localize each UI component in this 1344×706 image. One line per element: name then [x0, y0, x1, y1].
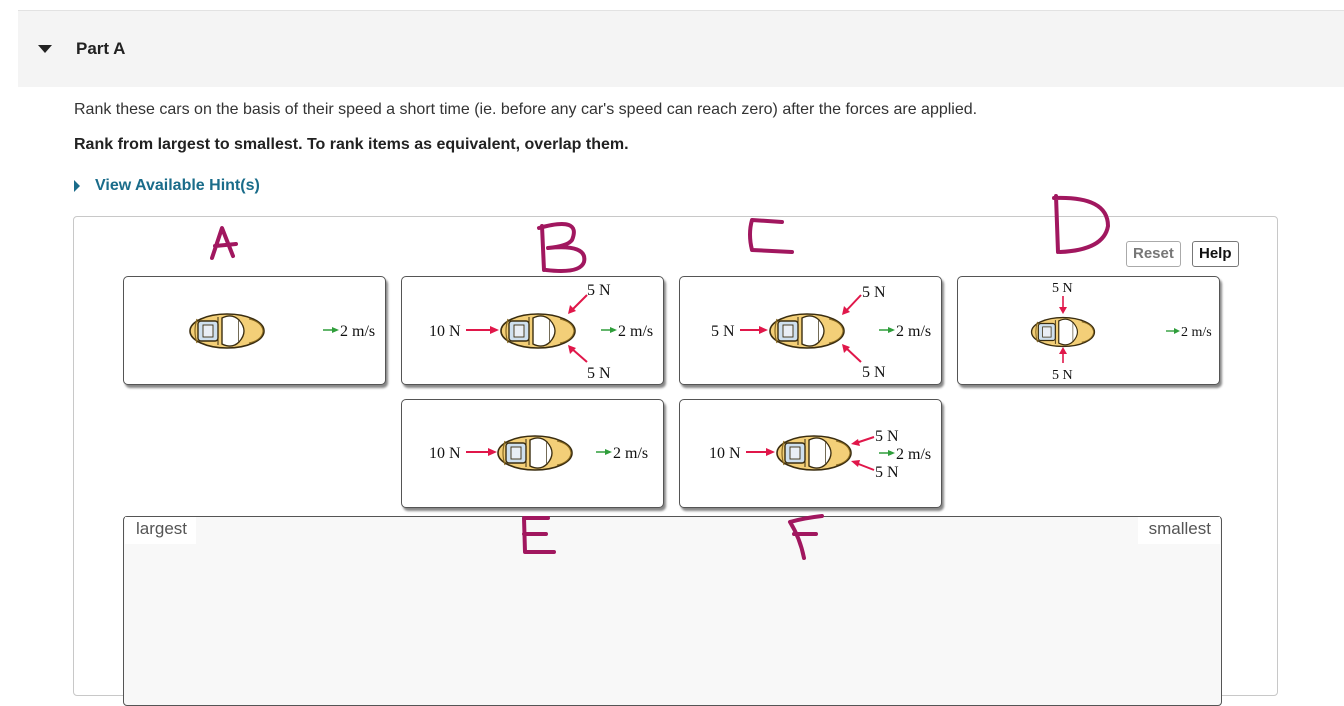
- rank-card-a[interactable]: 2 m/s: [123, 276, 386, 385]
- handwritten-letter-d: [1052, 194, 1110, 254]
- car-icon: [189, 313, 265, 349]
- collapse-caret-icon[interactable]: [38, 45, 52, 53]
- car-icon: [500, 313, 576, 349]
- reset-button[interactable]: Reset: [1126, 241, 1181, 267]
- largest-label: largest: [125, 517, 197, 544]
- handwritten-letter-b: [537, 222, 587, 273]
- force-arrowhead-icon: [488, 448, 497, 456]
- handwritten-letter-f: [788, 514, 824, 560]
- force-arrowhead-icon: [851, 439, 860, 446]
- car-icon: [497, 435, 573, 471]
- expand-caret-icon: [74, 180, 80, 192]
- handwritten-letter-c: [748, 218, 794, 254]
- velocity-label: 2 m/s: [618, 323, 653, 340]
- force-arrowhead-icon: [1059, 347, 1067, 354]
- part-title: Part A: [76, 39, 126, 58]
- force-arrow-icon: [570, 294, 588, 312]
- force-label: 5 N: [1052, 281, 1073, 296]
- force-label: 10 N: [429, 445, 461, 462]
- ranking-instruction: Rank from largest to smallest. To rank i…: [74, 136, 629, 153]
- velocity-label: 2 m/s: [1181, 325, 1212, 340]
- force-arrowhead-icon: [851, 460, 860, 467]
- force-arrow-icon: [844, 346, 862, 363]
- force-label: 5 N: [1052, 368, 1073, 383]
- force-arrowhead-icon: [568, 345, 576, 354]
- handwritten-letter-e: [522, 516, 556, 554]
- force-label: 10 N: [429, 323, 461, 340]
- view-hints-link[interactable]: View Available Hint(s): [74, 177, 260, 195]
- force-arrow-icon: [855, 462, 875, 471]
- rank-card-b[interactable]: 10 N 5 N 5 N 2 m/s: [401, 276, 664, 385]
- force-arrowhead-icon: [759, 326, 768, 334]
- velocity-arrowhead-icon: [888, 450, 895, 456]
- velocity-label: 2 m/s: [613, 445, 648, 462]
- velocity-label: 2 m/s: [340, 323, 375, 340]
- velocity-arrowhead-icon: [1174, 328, 1180, 334]
- force-arrowhead-icon: [842, 344, 850, 353]
- top-divider: [18, 10, 1344, 11]
- velocity-label: 2 m/s: [896, 446, 931, 463]
- force-label: 5 N: [862, 284, 886, 301]
- velocity-arrowhead-icon: [888, 327, 895, 333]
- force-label: 5 N: [875, 464, 899, 481]
- force-label: 5 N: [587, 365, 611, 382]
- force-arrowhead-icon: [766, 448, 775, 456]
- force-arrowhead-icon: [1059, 307, 1067, 314]
- force-label: 5 N: [711, 323, 735, 340]
- question-text: Rank these cars on the basis of their sp…: [74, 101, 978, 118]
- car-icon: [776, 435, 852, 471]
- force-arrow-icon: [570, 347, 588, 363]
- help-button[interactable]: Help: [1192, 241, 1239, 267]
- velocity-arrowhead-icon: [332, 327, 339, 333]
- force-arrow-icon: [855, 436, 875, 444]
- force-label: 5 N: [587, 282, 611, 299]
- velocity-label: 2 m/s: [896, 323, 931, 340]
- car-icon: [769, 313, 845, 349]
- rank-card-e[interactable]: 10 N 2 m/s: [401, 399, 664, 508]
- smallest-label: smallest: [1137, 517, 1220, 544]
- rank-card-c[interactable]: 5 N 5 N 5 N 2 m/s: [679, 276, 942, 385]
- force-label: 5 N: [875, 428, 899, 445]
- handwritten-letter-a: [210, 226, 238, 260]
- view-hints-label[interactable]: View Available Hint(s): [95, 177, 260, 194]
- force-arrowhead-icon: [842, 306, 850, 315]
- velocity-arrowhead-icon: [610, 327, 617, 333]
- force-arrowhead-icon: [490, 326, 499, 334]
- force-label: 10 N: [709, 445, 741, 462]
- ranking-drop-area[interactable]: largest smallest: [123, 516, 1222, 706]
- force-label: 5 N: [862, 364, 886, 381]
- part-header[interactable]: Part A: [18, 11, 1344, 87]
- car-icon: [1030, 316, 1096, 348]
- rank-card-f[interactable]: 10 N 5 N 2 m/s 5 N: [679, 399, 942, 508]
- force-arrow-icon: [844, 294, 862, 313]
- velocity-arrowhead-icon: [605, 449, 612, 455]
- force-arrowhead-icon: [568, 305, 576, 314]
- rank-card-d[interactable]: 5 N 5 N 2 m/s: [957, 276, 1220, 385]
